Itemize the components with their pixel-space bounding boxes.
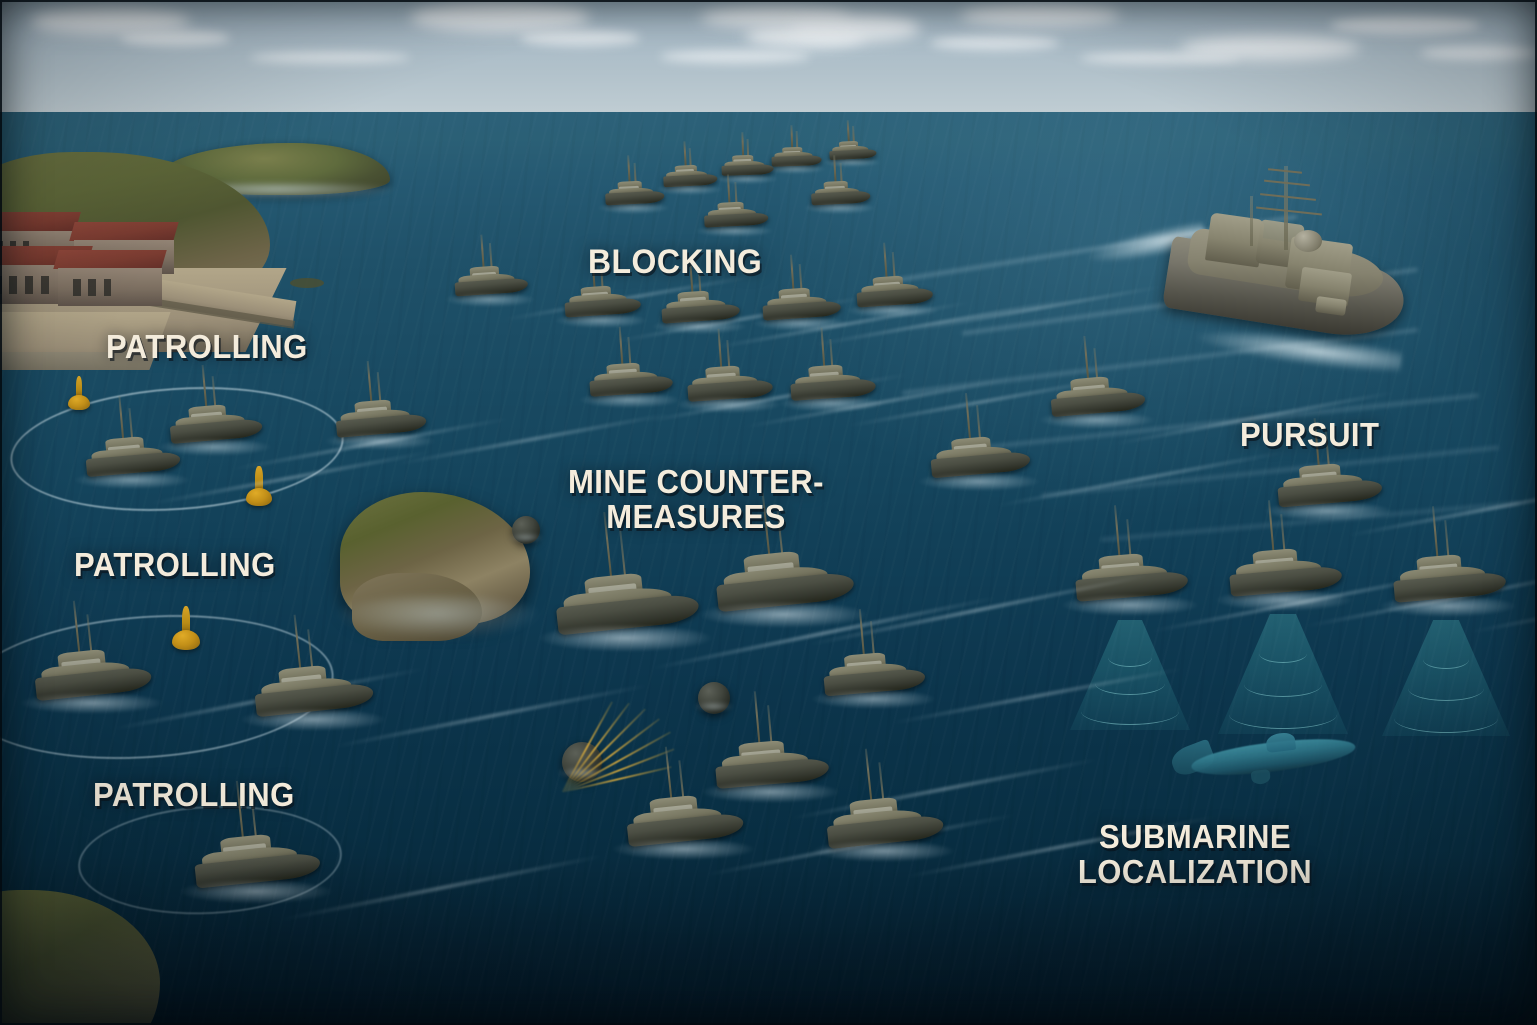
label-mine-counter: MINE COUNTER- MEASURES	[567, 463, 824, 535]
sonar-arc	[1423, 650, 1469, 669]
frigate-radome	[1294, 230, 1322, 252]
bow-wake	[802, 202, 877, 214]
bow-wake	[845, 302, 941, 318]
frigate-yardarm	[1256, 206, 1322, 216]
bow-wake	[698, 601, 870, 628]
cloud	[790, 14, 920, 42]
cloud	[250, 52, 410, 63]
sonar-cone	[1382, 620, 1510, 736]
acoustic-sweep-array	[557, 687, 682, 794]
sonar-arc	[1108, 648, 1152, 667]
bow-wake	[177, 879, 335, 904]
window	[40, 276, 49, 294]
label-patrolling-3: PATROLLING	[93, 776, 295, 813]
buoy-base	[68, 394, 90, 410]
bow-wake	[537, 624, 715, 652]
roof	[69, 222, 179, 241]
bow-wake	[19, 691, 165, 715]
bow-wake	[1378, 595, 1519, 617]
cloud	[1080, 52, 1240, 64]
bow-wake	[1214, 589, 1355, 611]
label-pursuit: PURSUIT	[1240, 416, 1380, 453]
mine-water-ring	[507, 533, 545, 542]
bow-wake	[239, 708, 387, 731]
sonar-arc	[1408, 676, 1484, 701]
bow-wake	[1060, 594, 1201, 616]
frigate-yardarm	[1260, 193, 1316, 201]
bow-wake	[596, 202, 671, 214]
cloud	[410, 2, 590, 32]
sonar-arc	[1394, 704, 1498, 733]
sonar-cone	[1218, 614, 1348, 734]
window	[9, 276, 18, 294]
navigation-buoy	[172, 605, 200, 650]
cloud	[660, 50, 810, 63]
bow-wake	[811, 839, 957, 863]
cloud	[120, 30, 230, 46]
sonar-arc	[1244, 672, 1322, 697]
label-blocking: BLOCKING	[588, 243, 763, 281]
harbor-building	[53, 250, 167, 306]
window	[0, 276, 2, 294]
window	[103, 279, 112, 296]
bow-wake	[778, 395, 885, 412]
window	[25, 276, 33, 294]
sonar-cone	[1070, 620, 1190, 730]
buoy-base	[172, 629, 200, 650]
window	[73, 279, 81, 296]
bow-wake	[323, 432, 436, 450]
island-surf	[330, 596, 546, 640]
sonar-arc	[1229, 700, 1337, 729]
sea-mine	[692, 682, 736, 714]
cloud	[930, 36, 1060, 50]
bow-wake	[713, 173, 779, 184]
buoy-base	[246, 487, 272, 506]
bow-wake	[553, 312, 649, 328]
bow-wake	[611, 837, 757, 861]
label-submarine: SUBMARINE LOCALIZATION	[1077, 818, 1313, 890]
sonar-arc	[1259, 644, 1307, 663]
bow-wake	[577, 392, 682, 409]
frigate	[1084, 158, 1410, 377]
label-patrolling-2: PATROLLING	[74, 546, 276, 583]
cloud	[1420, 46, 1537, 60]
cloud	[1330, 16, 1480, 34]
bow-wake	[675, 396, 782, 413]
bow-wake	[917, 471, 1042, 492]
rock	[290, 278, 324, 288]
window	[88, 279, 96, 296]
sonar-arc	[1081, 698, 1179, 725]
roof	[53, 250, 167, 270]
label-patrolling-1: PATROLLING	[106, 328, 308, 365]
roof	[0, 212, 81, 232]
cloud	[520, 30, 640, 46]
bow-wake	[809, 689, 937, 709]
bow-wake	[655, 184, 724, 195]
bow-wake	[1263, 500, 1394, 521]
frigate-lattice-mast	[1284, 166, 1288, 250]
navigation-buoy	[68, 376, 90, 410]
cloud	[960, 4, 1120, 26]
bow-wake	[444, 292, 536, 307]
frigate-secondary-mast	[1250, 196, 1253, 246]
